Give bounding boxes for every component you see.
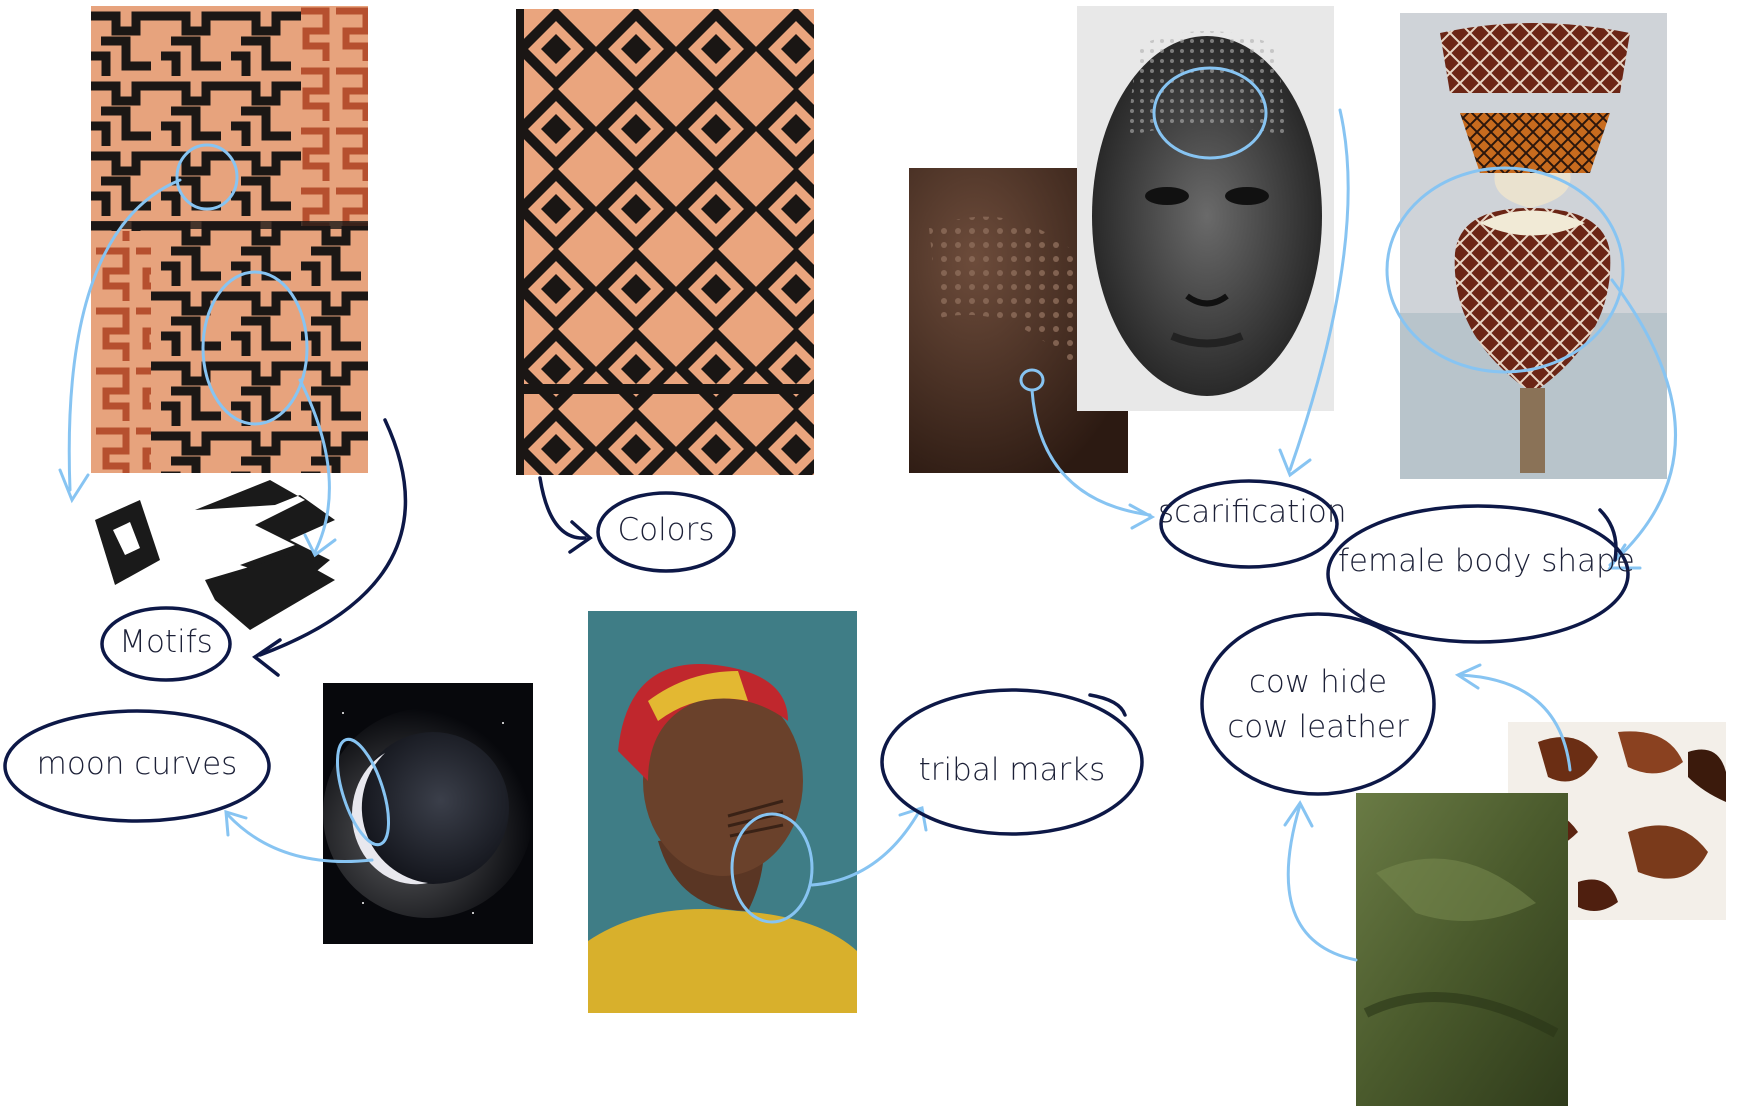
scarified-face-photo[interactable] bbox=[1077, 6, 1334, 411]
label-cow-hide: cow hide bbox=[1248, 664, 1388, 700]
decorated-vase-photo[interactable] bbox=[1400, 13, 1667, 479]
label-scarification: scarification bbox=[1158, 494, 1347, 530]
label-female-body-shape: female body shape bbox=[1338, 543, 1635, 579]
label-moon-curves: moon curves bbox=[36, 746, 238, 782]
label-motifs: Motifs bbox=[119, 624, 213, 660]
label-tribal-marks: tribal marks bbox=[918, 752, 1106, 788]
kuba-cloth-photo-1[interactable] bbox=[91, 6, 368, 473]
woman-profile-photo[interactable] bbox=[588, 611, 857, 1013]
green-leather-photo[interactable] bbox=[1356, 793, 1568, 1106]
label-colors: Colors bbox=[617, 512, 715, 548]
moon-photo[interactable] bbox=[323, 683, 533, 944]
kuba-cloth-photo-2[interactable] bbox=[516, 9, 814, 475]
label-cow-leather: cow leather bbox=[1227, 709, 1409, 745]
